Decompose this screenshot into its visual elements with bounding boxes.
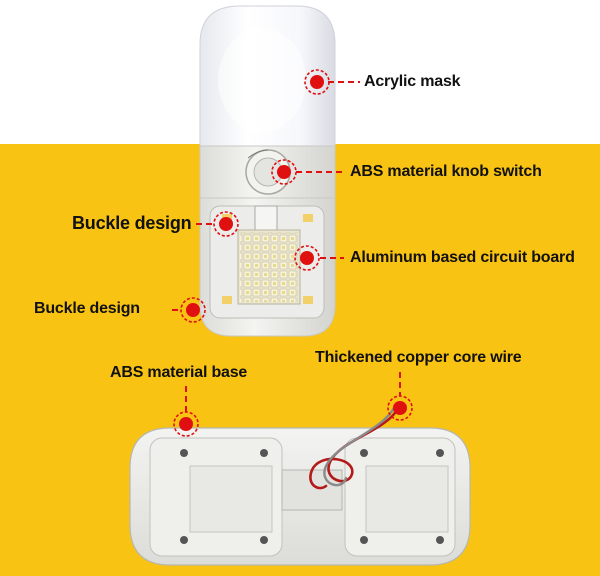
marker-copper-wire bbox=[387, 395, 413, 421]
marker-aluminum-board bbox=[294, 245, 320, 271]
label-copper-wire: Thickened copper core wire bbox=[315, 349, 522, 366]
label-buckle-bottom: Buckle design bbox=[34, 300, 140, 317]
marker-knob-switch bbox=[271, 159, 297, 185]
label-aluminum-board: Aluminum based circuit board bbox=[350, 249, 575, 266]
marker-buckle-top bbox=[213, 211, 239, 237]
copper-wire-part bbox=[309, 406, 400, 490]
label-buckle-top: Buckle design bbox=[72, 213, 192, 233]
label-abs-base: ABS material base bbox=[110, 364, 248, 381]
label-knob-switch: ABS material knob switch bbox=[350, 163, 542, 180]
acrylic-mask-part bbox=[199, 5, 336, 147]
marker-abs-base bbox=[173, 411, 199, 437]
abs-base-part bbox=[129, 427, 471, 566]
marker-buckle-bottom bbox=[180, 297, 206, 323]
label-acrylic-mask: Acrylic mask bbox=[364, 73, 461, 90]
callout-markers bbox=[173, 69, 413, 437]
marker-acrylic-mask bbox=[304, 69, 330, 95]
